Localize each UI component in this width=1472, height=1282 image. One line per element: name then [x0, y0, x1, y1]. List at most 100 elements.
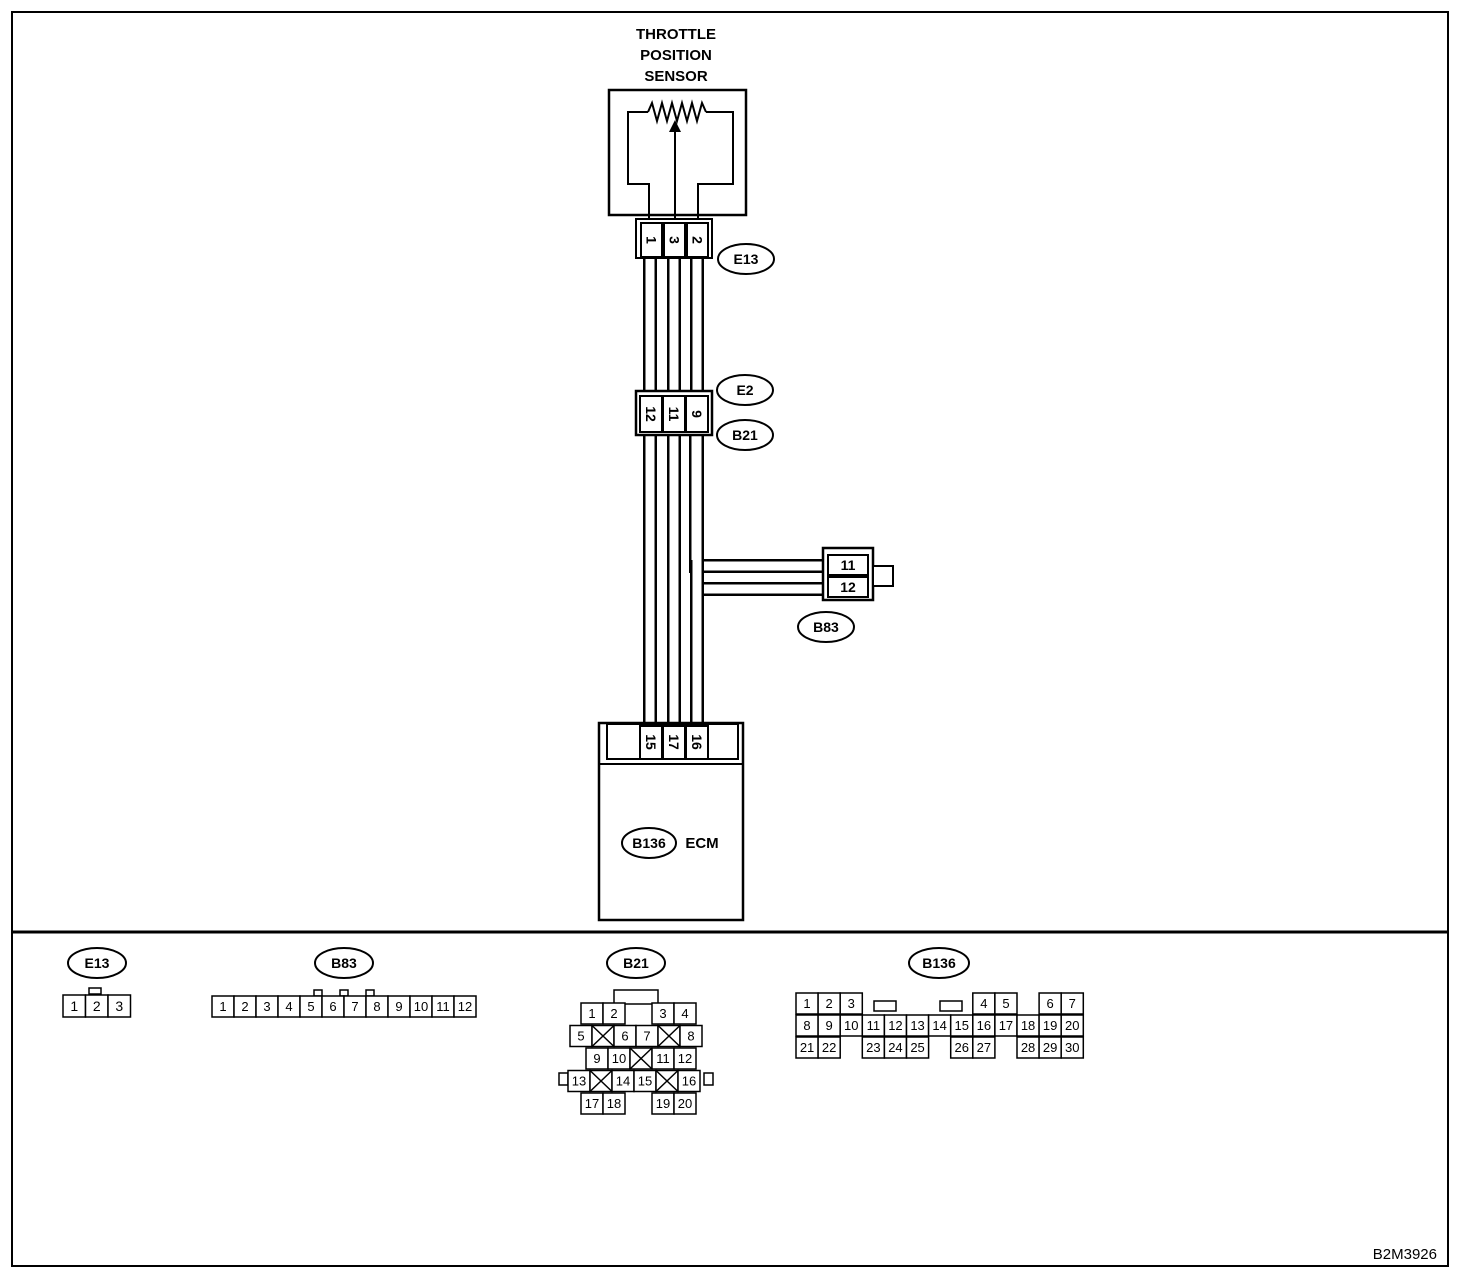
legend-b136-pin-label: 19: [1043, 1018, 1057, 1033]
legend-b21-cell: [679, 1024, 703, 1048]
sensor-internal-wiring: [627, 111, 734, 220]
legend-b136-tag: [908, 947, 970, 979]
sensor-body: [607, 88, 748, 217]
connector-b83-tag: [797, 611, 855, 643]
legend-b136-tag-label: B136: [922, 955, 956, 971]
connector-e13-pin-box: [663, 222, 686, 258]
legend-b136-cell: [1060, 1014, 1085, 1037]
legend-b83-pin-label: 4: [285, 999, 292, 1014]
legend-e13-latch: [88, 987, 102, 995]
legend-b136-cell: [994, 992, 1018, 1015]
legend-b136-pin-label: 18: [1021, 1018, 1035, 1033]
legend-b21-pin-label: 16: [682, 1074, 696, 1089]
legend-b136-latch: [873, 1000, 897, 1012]
wire-segment: [692, 258, 702, 392]
legend-b83-pin-label: 7: [351, 999, 358, 1014]
harness-wires: [643, 258, 828, 726]
legend-b83-latch: [339, 989, 349, 997]
figure-code: B2M3926: [1373, 1246, 1437, 1263]
legend-b136-pin-label: 27: [977, 1040, 991, 1055]
connector-e13: 1 3 2 E13: [635, 218, 775, 275]
legend-e13-tag-label: E13: [85, 955, 110, 971]
throttle-position-sensor: THROTTLE POSITION SENSOR: [607, 26, 748, 220]
legend-b136-cell: [817, 1036, 841, 1059]
ecm-pin-label: 17: [666, 734, 682, 750]
connector-b21-tag: [716, 419, 774, 451]
legend-b136-cell: [905, 1036, 930, 1059]
legend-b21-side-lock: [703, 1072, 714, 1086]
connector-e13-pin-box: [640, 222, 663, 258]
legend-b21-pin-label: 9: [593, 1051, 600, 1066]
legend-b136-pin-label: 21: [800, 1040, 814, 1055]
connector-b21-pin-box: [685, 395, 709, 433]
connector-b21-tag-label: B21: [732, 427, 758, 443]
ecm-pin-label: 15: [643, 734, 659, 750]
ecm-connector-tag-label: B136: [632, 835, 666, 851]
legend-b136-cell: [1060, 1036, 1085, 1059]
legend-b21-pin-label: 1: [588, 1006, 595, 1021]
connector-b21-pin-label: 11: [666, 407, 682, 422]
legend-b83-tag: [314, 947, 374, 979]
connector-b83-pin-label: 11: [841, 557, 856, 573]
legend-b136-pin-label: 24: [888, 1040, 902, 1055]
legend-e13-pin-label: 2: [93, 998, 101, 1014]
wire-segment: [669, 434, 679, 726]
legend-b136-cell: [839, 992, 864, 1015]
legend-b21-pin-label: 2: [610, 1006, 617, 1021]
legend-b136-pin-label: 5: [1002, 996, 1009, 1011]
legend-b21-pin-label: 20: [678, 1096, 692, 1111]
legend-b21-pin-label: 3: [659, 1006, 666, 1021]
connector-e13-tag-label: E13: [734, 251, 759, 267]
legend-b21-cell: [602, 1092, 626, 1115]
legend-b21-empty-cavity: [589, 1069, 613, 1093]
legend-b21-pin-label: 19: [656, 1096, 670, 1111]
legend-b21-pin-label: 7: [643, 1029, 650, 1044]
legend-b136-pin-label: 1: [803, 996, 810, 1011]
legend-b83-pin-label: 12: [458, 999, 472, 1014]
legend-b136-cell: [972, 1036, 996, 1059]
legend-b21-pin-label: 8: [687, 1029, 694, 1044]
legend-b83-pin-label: 9: [395, 999, 402, 1014]
legend-b21-empty-cavity: [629, 1047, 653, 1070]
legend-b136-pin-label: 20: [1065, 1018, 1079, 1033]
legend-b21-pin-label: 12: [678, 1051, 692, 1066]
legend-b21-cell: [673, 1047, 697, 1070]
wiper-arrow: [669, 120, 681, 132]
legend-b21-cell: [673, 1002, 697, 1025]
legend-b83-pin-label: 2: [241, 999, 248, 1014]
legend-b21-pin-label: 11: [656, 1051, 670, 1066]
legend-b21-cell: [673, 1092, 697, 1115]
legend-b136-pin-label: 17: [999, 1018, 1013, 1033]
legend-b136-pin-label: 15: [955, 1018, 969, 1033]
legend-b21-latch: [613, 989, 659, 1005]
legend-b21-tag-label: B21: [623, 955, 649, 971]
legend-b83-tag-label: B83: [331, 955, 357, 971]
legend-b136-cell: [1060, 992, 1085, 1015]
legend-b21-side-lock: [558, 1072, 569, 1086]
connector-b83-pin-box: [827, 554, 869, 576]
legend-b136-pin-label: 12: [888, 1018, 902, 1033]
legend-b21-pin-label: 5: [577, 1029, 584, 1044]
sensor-title-line-3: SENSOR: [644, 68, 708, 85]
resistor-symbol: [647, 99, 707, 125]
legend-b21-pin-label: 10: [612, 1051, 626, 1066]
legend-b136-pin-label: 11: [867, 1018, 881, 1033]
connector-e2-tag: [716, 374, 774, 406]
legend-b136-pin-label: 7: [1069, 996, 1076, 1011]
legend-b83-latch: [313, 989, 323, 997]
connector-b83: 11 12 B83: [797, 546, 894, 643]
legend-b136-pin-label: 3: [848, 996, 855, 1011]
connector-e2-tag-label: E2: [736, 382, 753, 398]
legend-b136-pin-label: 26: [955, 1040, 969, 1055]
wire-segment: [645, 434, 655, 726]
connector-b83-pin-label: 12: [840, 579, 856, 595]
legend-b136-pin-label: 30: [1065, 1040, 1079, 1055]
legend-b21-pin-label: 15: [638, 1074, 652, 1089]
